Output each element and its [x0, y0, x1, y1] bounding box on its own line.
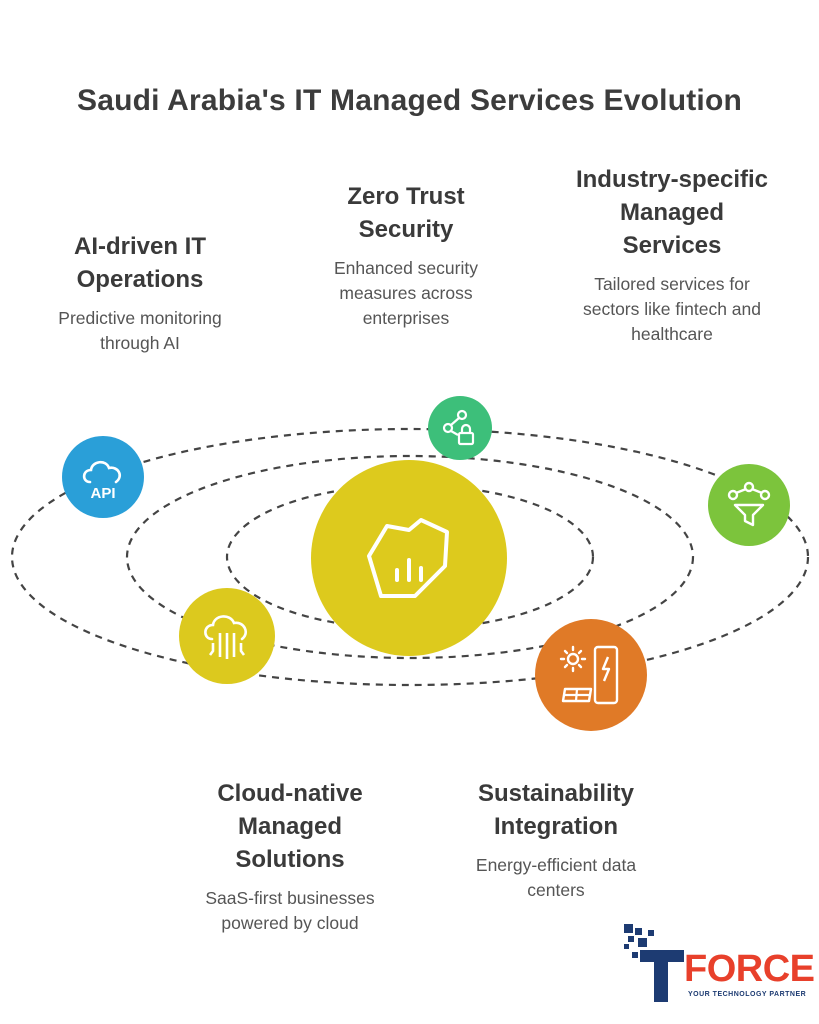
ai-operations-node: API: [62, 436, 144, 518]
solar-energy-icon: [559, 645, 619, 705]
heading-line: Zero Trust: [347, 183, 465, 210]
desc-line: Predictive monitoring: [58, 308, 222, 328]
heading-line: Sustainability: [477, 780, 635, 807]
desc-sustainability-integration: Energy-efficient data centers: [446, 853, 666, 903]
label-ai-driven-operations: AI-driven IT Operations Predictive monito…: [40, 230, 240, 356]
heading-line: Integration: [494, 813, 618, 840]
desc-industry-specific-services: Tailored services for sectors like fintec…: [556, 272, 788, 347]
desc-line: Enhanced security: [334, 258, 478, 278]
desc-line: enterprises: [362, 308, 450, 328]
desc-line: healthcare: [631, 324, 713, 344]
desc-line: measures across: [339, 283, 473, 303]
outer-orbit: [10, 427, 810, 687]
desc-line: SaaS-first businesses: [205, 888, 375, 908]
desc-cloud-native-solutions: SaaS-first businesses powered by cloud: [180, 886, 400, 936]
tforce-tagline: YOUR TECHNOLOGY PARTNER: [688, 991, 807, 998]
desc-line: through AI: [100, 333, 180, 353]
svg-text:API: API: [90, 485, 115, 502]
desc-line: Energy-efficient data: [475, 855, 637, 875]
desc-line: powered by cloud: [221, 913, 359, 933]
heading-line: Managed: [619, 199, 724, 226]
network-filter-icon: [727, 481, 771, 527]
heading-line: Industry-specific: [575, 166, 769, 193]
heading-line: Operations: [76, 266, 204, 293]
saudi-map-chart-icon: [367, 518, 449, 598]
desc-ai-driven-operations: Predictive monitoring through AI: [40, 306, 240, 356]
industry-services-node: [708, 464, 790, 546]
cloud-circuit-icon: [204, 615, 247, 659]
heading-line: Cloud-native: [217, 780, 363, 807]
heading-line: AI-driven IT: [73, 233, 206, 260]
tforce-brand-text: FORCE: [684, 948, 815, 990]
desc-line: sectors like fintech and: [582, 299, 761, 319]
heading-line: Managed: [237, 813, 342, 840]
share-lock-icon: [442, 409, 475, 446]
desc-line: Tailored services for: [594, 274, 750, 294]
middle-orbit: [125, 454, 695, 660]
sustainability-node: [535, 619, 647, 731]
desc-line: centers: [527, 880, 585, 900]
tforce-logo: FORCE YOUR TECHNOLOGY PARTNER: [620, 922, 816, 1006]
heading-line: Solutions: [235, 846, 345, 873]
desc-zero-trust-security: Enhanced security measures across enterpri…: [306, 256, 506, 331]
zero-trust-node: [428, 396, 492, 460]
heading-ai-driven-operations: AI-driven IT Operations: [40, 230, 240, 296]
heading-line: Security: [358, 216, 454, 243]
diagram-title: Saudi Arabia's IT Managed Services Evolu…: [76, 84, 742, 117]
cloud-native-node: [179, 588, 275, 684]
tforce-logo-mark: [624, 924, 684, 1002]
heading-line: Services: [622, 232, 722, 259]
center-node: [311, 460, 507, 656]
cloud-api-icon: API: [82, 460, 121, 502]
